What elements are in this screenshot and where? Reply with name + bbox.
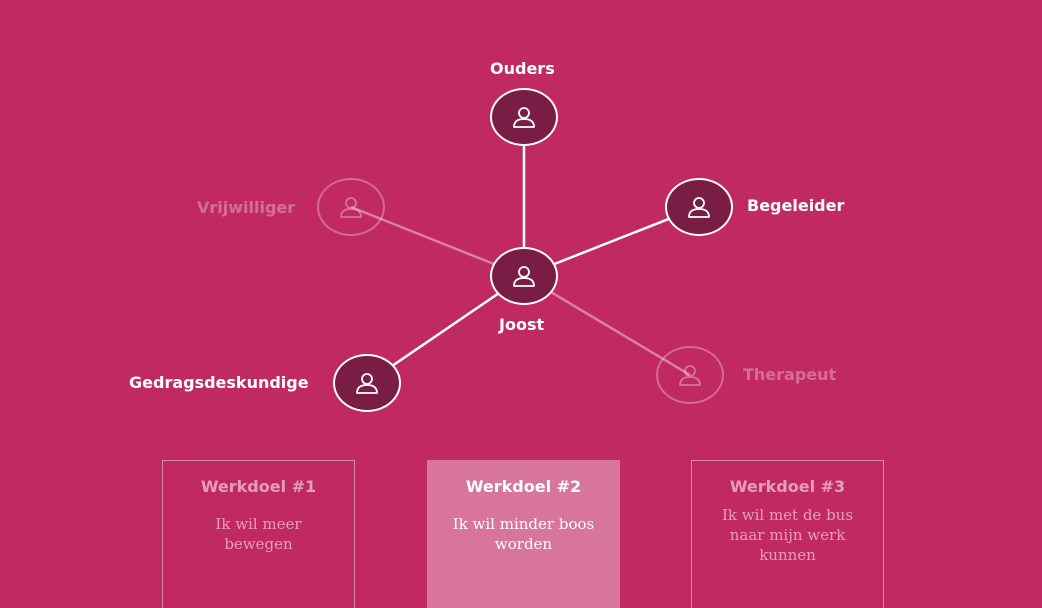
person-icon	[356, 373, 378, 394]
werkdoel-card-3[interactable]: Werkdoel #3 Ik wil met de bus naar mijn …	[691, 460, 884, 608]
werkdoel-card-1[interactable]: Werkdoel #1 Ik wil meer bewegen	[162, 460, 355, 608]
person-icon	[513, 266, 535, 287]
node-label-therapeut: Therapeut	[743, 365, 837, 384]
node-label-ouders: Ouders	[490, 59, 555, 78]
werkdoel-text: Ik wil minder boos worden	[452, 515, 595, 553]
person-icon	[340, 197, 362, 218]
werkdoel-card-2[interactable]: Werkdoel #2 Ik wil minder boos worden	[427, 460, 620, 608]
node-therapeut[interactable]	[656, 346, 724, 404]
node-label-joost: Joost	[499, 315, 545, 334]
person-icon	[688, 197, 710, 218]
werkdoel-text: Ik wil met de bus naar mijn werk kunnen	[721, 506, 854, 564]
node-center-joost[interactable]	[490, 247, 558, 305]
node-label-vrijwilliger: Vrijwilliger	[197, 198, 296, 217]
person-icon	[679, 365, 701, 386]
werkdoel-title: Werkdoel #3	[729, 477, 846, 496]
node-ouders[interactable]	[490, 88, 558, 146]
person-icon	[513, 107, 535, 128]
werkdoel-title: Werkdoel #1	[200, 477, 317, 496]
node-gedragsdeskundige[interactable]	[333, 354, 401, 412]
werkdoel-text: Ik wil meer bewegen	[215, 515, 302, 553]
node-label-gedragsdeskundige: Gedragsdeskundige	[129, 373, 309, 392]
node-vrijwilliger[interactable]	[317, 178, 385, 236]
node-label-begeleider: Begeleider	[747, 196, 845, 215]
werkdoel-title: Werkdoel #2	[465, 477, 582, 496]
node-begeleider[interactable]	[665, 178, 733, 236]
